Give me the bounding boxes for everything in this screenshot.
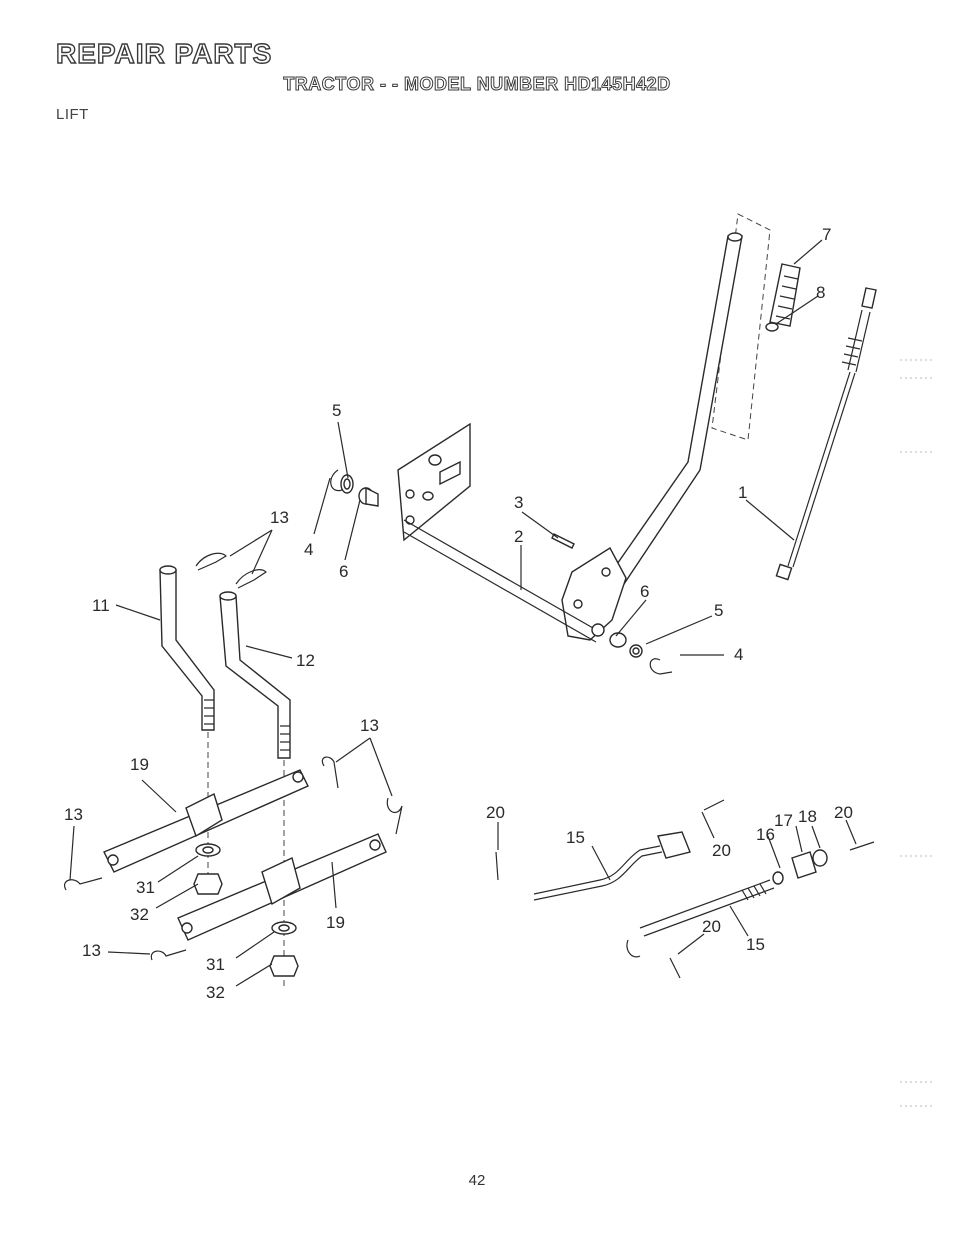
- callout-32-upper: 32: [130, 905, 149, 924]
- cotter-pin-lower: [669, 957, 681, 979]
- cross-shaft: [403, 519, 605, 643]
- mounting-plate: [397, 422, 471, 542]
- callout-4-lower: 4: [734, 645, 743, 664]
- callout-17: 17: [774, 811, 793, 830]
- callout-31-lower: 31: [206, 955, 225, 974]
- callout-7: 7: [822, 225, 831, 244]
- callout-2: 2: [514, 527, 523, 546]
- hairpin-clip-mid-a: [321, 756, 339, 789]
- cotter-pin-left: [495, 851, 499, 881]
- spacer-lower: [271, 921, 297, 935]
- hairpin-clip-upper-b: [235, 569, 267, 589]
- callout-20-left: 20: [486, 803, 505, 822]
- lift-link-left: [159, 565, 215, 731]
- callout-12: 12: [296, 651, 315, 670]
- adjuster-rod-upper: [533, 831, 691, 901]
- callout-31-upper: 31: [136, 878, 155, 897]
- nut-upper: [193, 873, 223, 895]
- lift-arm-upper: [103, 769, 309, 873]
- callout-6-upper: 6: [339, 562, 348, 581]
- callout-20-upper: 20: [712, 841, 731, 860]
- model-subtitle: TRACTOR - - MODEL NUMBER HD145H42D: [283, 74, 671, 95]
- callout-13-upper: 13: [270, 508, 289, 527]
- leader-lines: [69, 239, 857, 987]
- lift-rod-spring: [775, 287, 877, 581]
- lower-bushing: [609, 632, 627, 648]
- page-number: 42: [468, 1172, 486, 1189]
- callout-19-upper: 19: [130, 755, 149, 774]
- callout-15-lower: 15: [746, 935, 765, 954]
- adjuster-washer: [772, 871, 784, 885]
- adjuster-block: [791, 851, 817, 879]
- cotter-pin-right: [849, 841, 875, 851]
- callout-5-lower: 5: [714, 601, 723, 620]
- callout-11: 11: [92, 596, 110, 615]
- callout-8: 8: [816, 283, 825, 302]
- lower-washer: [629, 644, 643, 658]
- grip-end-cap: [765, 322, 779, 332]
- lift-handle: [561, 213, 771, 641]
- section-label: LIFT: [56, 106, 89, 123]
- hairpin-clip-bottom: [150, 949, 187, 961]
- page-title: REPAIR PARTS: [55, 37, 273, 69]
- callout-18: 18: [798, 807, 817, 826]
- upper-retainer-clip: [330, 469, 343, 492]
- lift-link-right: [219, 591, 291, 759]
- lower-retainer-clip: [649, 658, 673, 675]
- callout-20-lower: 20: [702, 917, 721, 936]
- callout-15-upper: 15: [566, 828, 585, 847]
- callout-1: 1: [738, 483, 747, 502]
- callout-20-right: 20: [834, 803, 853, 822]
- callout-4-upper: 4: [304, 540, 313, 559]
- callout-13-lower-left: 13: [64, 805, 83, 824]
- hairpin-clip-lower-left: [64, 877, 103, 891]
- upper-washer: [340, 474, 354, 494]
- lift-arm-lower: [177, 833, 387, 941]
- callout-5-upper: 5: [332, 401, 341, 420]
- callouts: 1 2 3 4 4 5 5 6 6 7 8 11 12 13 13 13 13 …: [64, 225, 853, 1002]
- spacer-upper: [195, 843, 221, 857]
- callout-13-bottom: 13: [82, 941, 101, 960]
- callout-16: 16: [756, 825, 775, 844]
- hairpin-clip-upper-a: [195, 552, 227, 571]
- upper-bushing: [358, 486, 379, 507]
- edge-marks: [900, 359, 935, 1107]
- adjuster-rod-lower: [626, 879, 775, 958]
- cotter-pin-upper: [703, 799, 725, 811]
- callout-19-lower: 19: [326, 913, 345, 932]
- handle-grip: [769, 263, 801, 327]
- adjuster-knob: [812, 849, 828, 867]
- nut-lower: [269, 955, 299, 977]
- callout-3: 3: [514, 493, 523, 512]
- callout-32-lower: 32: [206, 983, 225, 1002]
- hairpin-clip-mid-b: [386, 797, 403, 835]
- callout-13-mid: 13: [360, 716, 379, 735]
- callout-6-lower: 6: [640, 582, 649, 601]
